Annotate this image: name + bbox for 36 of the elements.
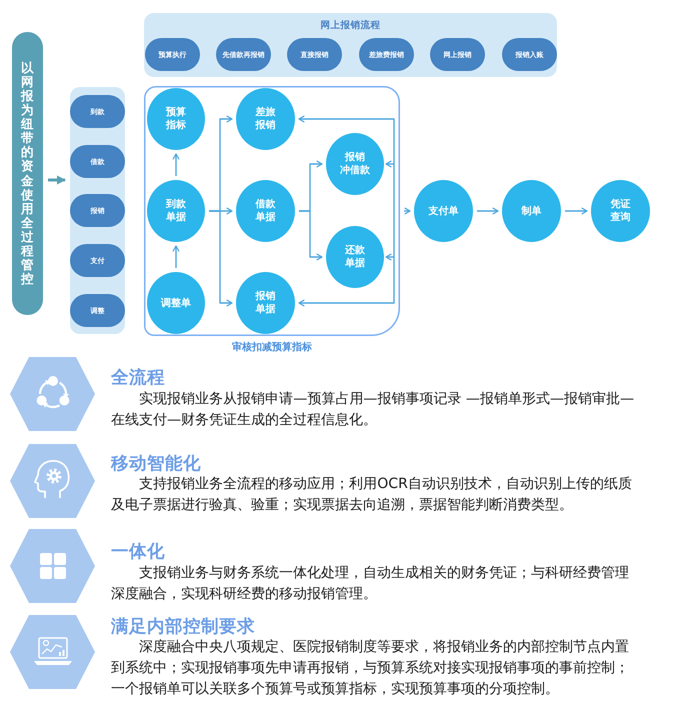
section-text: 支持报销业务全流程的移动应用；利用OCR自动识别技术，自动识别上传的纸质及电子票据进行验真、验重；实现票据去向追溯，票据智能判断消费类型。: [111, 475, 633, 515]
arrow: [477, 208, 499, 214]
process-circle: 到款单据: [147, 180, 205, 242]
process-circle: 调整单: [147, 272, 205, 334]
arrow: [48, 176, 66, 184]
arrow: [299, 210, 323, 260]
process-circle: 支付单: [414, 180, 473, 242]
process-circle: 还款单据: [326, 226, 384, 288]
process-circle: 凭证查询: [591, 180, 650, 242]
section-heading: 满足内部控制要求: [111, 618, 255, 637]
process-circle: 差旅报销: [236, 88, 295, 150]
section-heading: 一体化: [111, 543, 165, 562]
arrow: [298, 116, 395, 211]
arrow: [385, 254, 394, 260]
arrow: [172, 153, 180, 176]
process-circle: 制单: [502, 180, 561, 242]
section-heading: 移动智能化: [111, 455, 201, 474]
section-text: 支报销业务与财务系统一体化处理，自动生成相关的财务凭证；与科研经费管理深度融合，实现科研经费的移动报销管理。: [111, 564, 630, 604]
vertical-banner: 以网报为纽带的资金使用全过程管控: [12, 32, 43, 315]
panel: [70, 87, 125, 334]
panel: [144, 13, 557, 77]
section-heading: 全流程: [111, 369, 165, 388]
arrow: [172, 245, 180, 268]
frame-caption: 审核扣减预算指标: [232, 342, 312, 354]
panel-heading: 网上报销流程: [320, 20, 380, 32]
section-text: 实现报销业务从报销申请—预算占用—报销事项记录 —报销单形式—报销审批—在线支付—财务凭证生成的全过程信息化。: [111, 390, 636, 430]
arrow: [209, 210, 233, 306]
process-circle: 报销冲借款: [326, 133, 384, 195]
process-circle: 预算指标: [147, 88, 205, 150]
arrow: [385, 160, 394, 168]
arrow: [404, 208, 411, 214]
process-circle: 借款单据: [236, 180, 295, 242]
section-text: 深度融合中央八项规定、医院报销制度等要求，将报销业务的内部控制节点内置到系统中；实现报销事项先申请再报销，与预算系统对接实现报销事项的事前控制；一个报销单可以关联多个预算号或预算指标，实现预算事项的分项控制。: [111, 638, 630, 699]
process-circle: 报销单据: [236, 272, 295, 334]
arrow: [565, 208, 588, 214]
arrow: [298, 211, 395, 306]
